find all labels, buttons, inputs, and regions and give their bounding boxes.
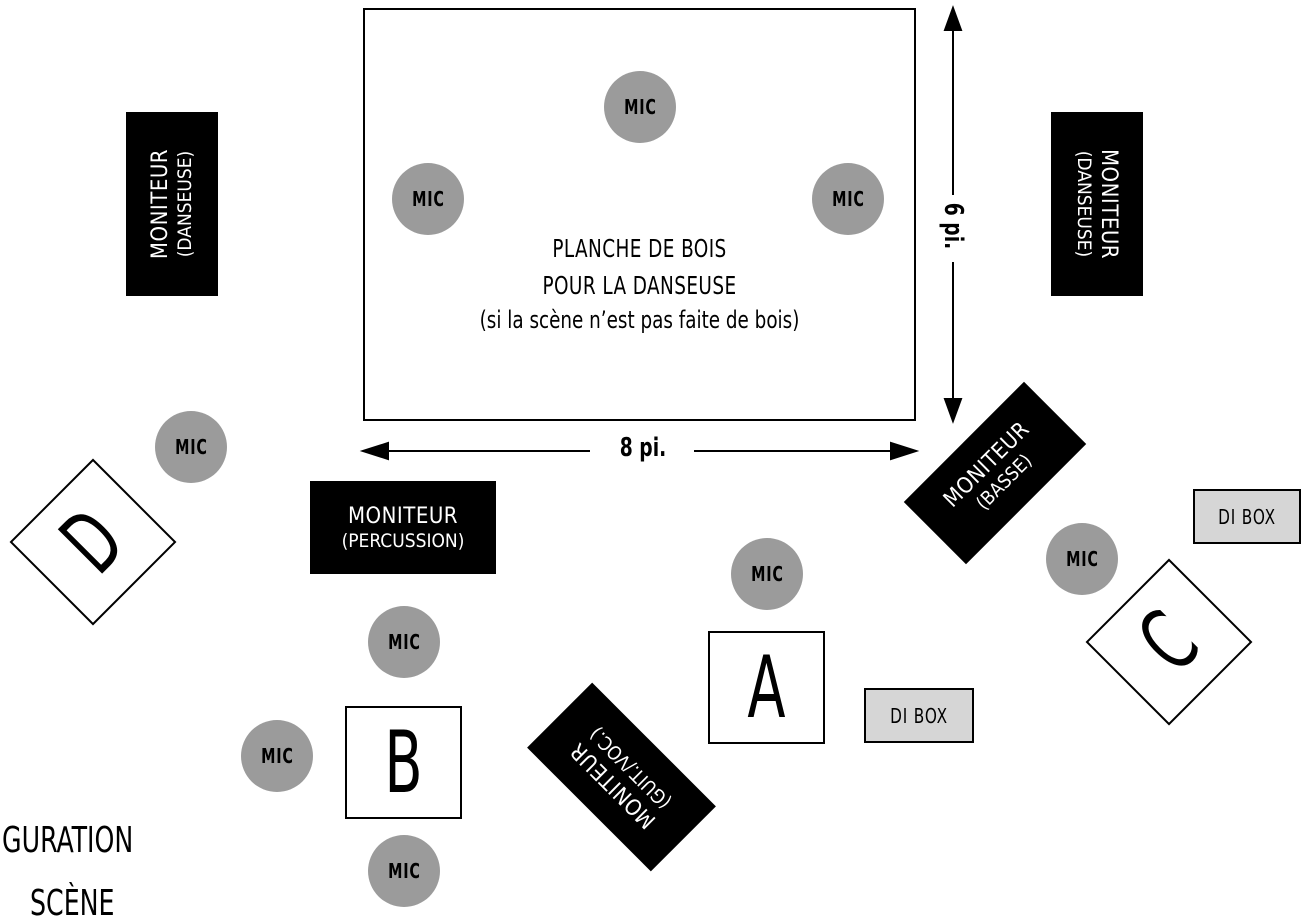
dance-floor-label: PLANCHE DE BOIS POUR LA DANSEUSE (si la … bbox=[363, 230, 916, 336]
width-dimension-label: 8 pi. bbox=[619, 433, 667, 463]
di-box-center: DI BOX bbox=[864, 688, 974, 743]
depth-dimension-label: 6 pi. bbox=[938, 202, 968, 250]
config-title-line1: GURATION bbox=[2, 820, 134, 861]
depth-arrow-top-head bbox=[943, 5, 963, 31]
width-arrow-left-head bbox=[359, 441, 389, 461]
mic-position-c: MIC bbox=[1046, 523, 1118, 595]
monitor-dancer-left: MONITEUR (DANSEUSE) bbox=[126, 112, 218, 296]
width-arrow-right-head bbox=[890, 441, 920, 461]
stage-configuration-title-line2: SCÈNE bbox=[30, 883, 115, 924]
di-box-right: DI BOX bbox=[1193, 489, 1301, 544]
mic-position-b-top: MIC bbox=[368, 606, 440, 678]
position-b-box: B bbox=[345, 706, 462, 819]
position-a-box: A bbox=[708, 631, 825, 744]
monitor-percussion: MONITEUR (PERCUSSION) bbox=[310, 481, 496, 574]
dance-floor-title-line2: POUR LA DANSEUSE bbox=[542, 271, 737, 300]
monitor-dancer-right: MONITEUR (DANSEUSE) bbox=[1051, 112, 1143, 296]
depth-arrow-bottom-head bbox=[943, 398, 963, 424]
mic-stage-right: MIC bbox=[812, 163, 884, 235]
dance-floor-title-line1: PLANCHE DE BOIS bbox=[552, 234, 727, 263]
stage-configuration-title: GURATION bbox=[2, 822, 170, 860]
mic-position-d: MIC bbox=[155, 411, 227, 483]
mic-stage-left: MIC bbox=[392, 163, 464, 235]
mic-position-a: MIC bbox=[731, 538, 803, 610]
dance-floor-subtitle: (si la scène n’est pas faite de bois) bbox=[479, 306, 800, 334]
mic-stage-top: MIC bbox=[604, 71, 676, 143]
mic-position-b-left: MIC bbox=[241, 720, 313, 792]
mic-position-b-bottom: MIC bbox=[368, 835, 440, 907]
